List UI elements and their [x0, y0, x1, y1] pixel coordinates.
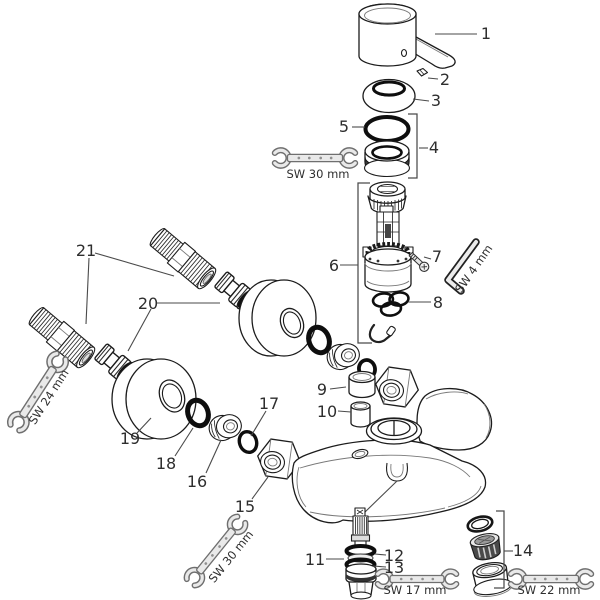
cone-ring-3: [362, 78, 416, 114]
callout-17: 17: [259, 394, 279, 413]
bracket-14: [494, 510, 505, 589]
leader-20b: [127, 308, 152, 352]
wrench-size-label-bottom-middle: SW 17 mm: [383, 583, 446, 597]
callout-2: 2: [440, 70, 450, 89]
seal-set-8: [371, 291, 410, 317]
o-ring-5: [363, 115, 411, 143]
escutcheon-upper: [238, 279, 317, 357]
plug-9: [348, 370, 376, 399]
aerator-insert: [469, 533, 501, 561]
leader-lines: [85, 33, 513, 589]
wrench-size-label-bottom-right: SW 22 mm: [517, 583, 580, 597]
callout-16: 16: [187, 472, 207, 491]
callout-8: 8: [433, 293, 443, 312]
bracket-6: [357, 182, 372, 344]
callout-13: 13: [384, 558, 404, 577]
s-connector-21-upper: [145, 224, 220, 293]
callout-5: 5: [339, 117, 349, 136]
callout-10: 10: [317, 402, 337, 421]
retaining-clip: [368, 323, 396, 344]
leader-10: [337, 410, 352, 413]
filter-plug-upper: [326, 343, 360, 371]
callout-1: 1: [481, 24, 491, 43]
leader-16: [205, 439, 222, 474]
callout-numbers: 1 2 3 4 5 6 7 8 9 10 11 12 13 14 15 16 1…: [76, 24, 533, 577]
callout-18: 18: [156, 454, 176, 473]
leader-13: [372, 565, 387, 568]
o-ring-17: [237, 429, 259, 455]
leader-18: [174, 427, 194, 457]
lever-handle-1: [358, 3, 456, 69]
leader-17: [250, 410, 267, 437]
callout-19: 19: [120, 429, 140, 448]
leader-15: [251, 476, 269, 500]
leader-12: [374, 553, 387, 556]
allen-key-sw4-icon: [444, 238, 480, 295]
leader-9: [329, 386, 347, 390]
aerator-seal: [466, 515, 494, 533]
callout-15: 15: [235, 497, 255, 516]
callout-4: 4: [429, 138, 439, 157]
callout-7: 7: [432, 247, 442, 266]
cap-nut-4: [363, 140, 411, 178]
callout-14: 14: [513, 541, 533, 560]
cartridge-retaining-nut: [367, 181, 407, 214]
union-nut-15: [257, 438, 301, 480]
callout-3: 3: [431, 91, 441, 110]
callout-12: 12: [384, 546, 404, 565]
wrench-sw30-top-icon: [275, 150, 355, 166]
leader-3: [412, 98, 430, 102]
seal-ring-18: [185, 397, 211, 429]
tool-size-labels: SW 30 mm SW 4 mm SW 24 mm SW 30 mm SW 17…: [26, 167, 581, 597]
wrench-size-label-top: SW 30 mm: [286, 167, 349, 181]
sleeve-10: [350, 401, 371, 428]
leader-19: [136, 417, 152, 434]
callout-11: 11: [305, 550, 325, 569]
leader-2: [427, 77, 439, 80]
bracket-4: [408, 113, 418, 179]
leader-21a: [94, 252, 175, 277]
callout-21: 21: [76, 241, 96, 260]
callout-20: 20: [138, 294, 158, 313]
leader-7: [423, 256, 432, 260]
screw-7: [408, 251, 430, 272]
aerator-housing: [472, 561, 513, 597]
diverter-cartridge-11: [344, 480, 398, 600]
faucet-body: [291, 387, 493, 524]
callout-9: 9: [317, 380, 327, 399]
grub-screw-2: [416, 67, 429, 77]
union-nut-upper: [375, 366, 419, 408]
filter-plug-16: [208, 414, 242, 442]
seal-ring-upper: [306, 324, 332, 356]
callout-6: 6: [329, 256, 339, 275]
leader-21b: [85, 257, 90, 325]
escutcheon-19: [111, 358, 197, 440]
cartridge-6: [362, 205, 414, 293]
aerator-assembly-14: [466, 515, 513, 597]
